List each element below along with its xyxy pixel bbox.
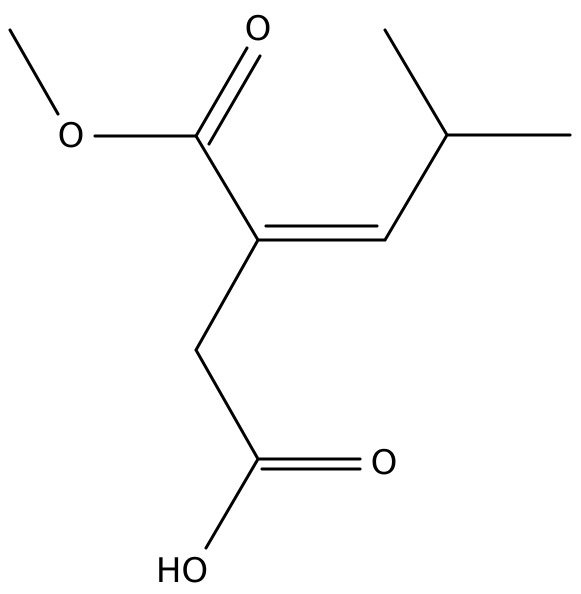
bond-acid-hydroxyl [204, 457, 260, 550]
atom-label-hydroxyl: HO [156, 551, 208, 591]
atom-label-ester-ether-oxygen: O [58, 116, 85, 156]
atom-label-acid-carbonyl-oxygen: O [371, 443, 398, 483]
atom-label-ester-carbonyl-oxygen: O [245, 9, 272, 49]
bond-ester-carbonyl-a [194, 46, 249, 138]
bond-ester-carbonyl-b [207, 54, 262, 146]
bond-methylene-acid-carbon [194, 348, 260, 461]
bond-ester-carbon-alkene [194, 134, 260, 242]
bond-alkene-methylene [194, 238, 260, 352]
bond-alkene-branch [383, 133, 449, 242]
bond-methyl-oxygen [8, 28, 60, 116]
bond-branch-methyl-top [383, 28, 449, 137]
